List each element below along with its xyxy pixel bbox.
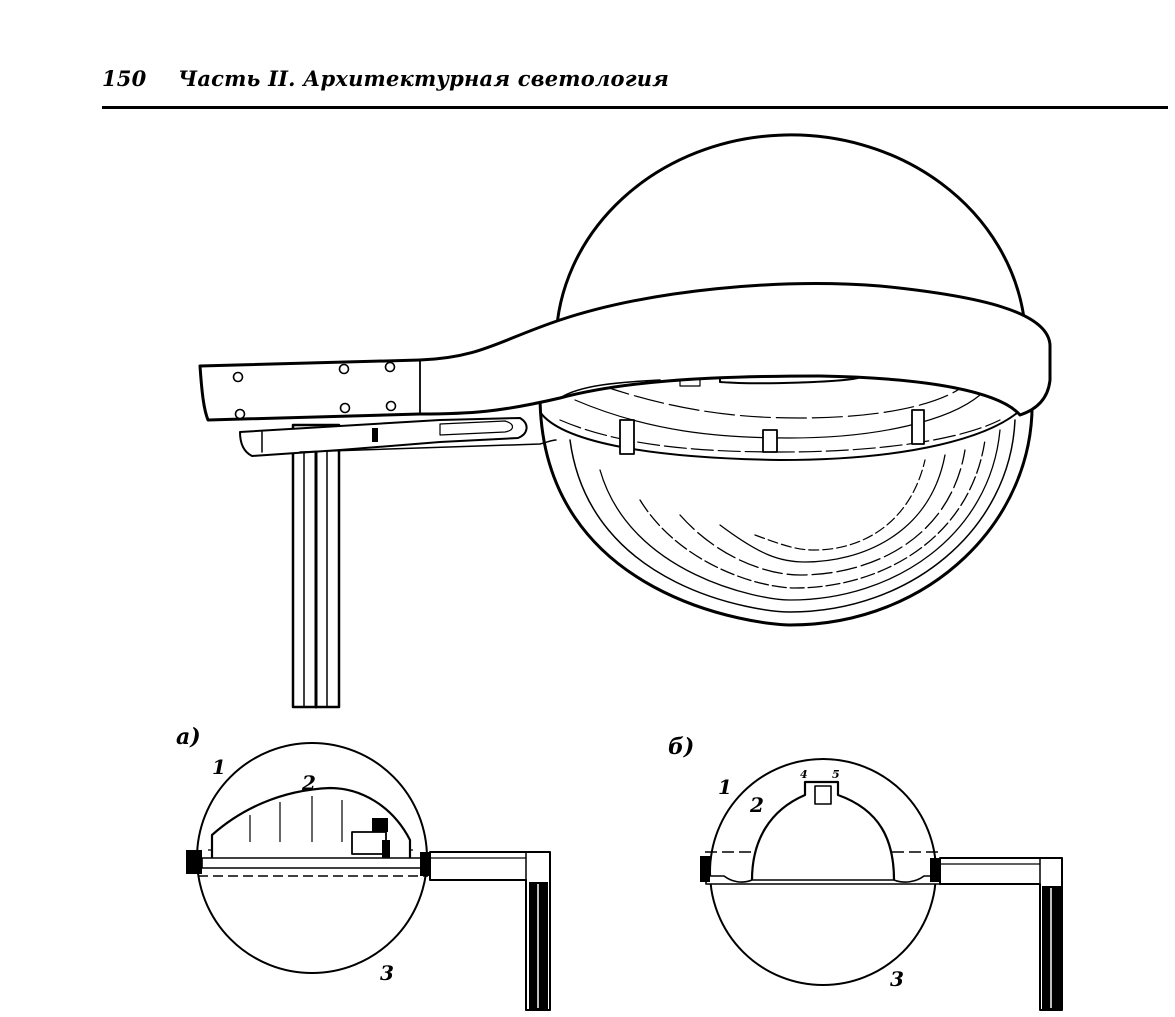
bracket-arm — [198, 282, 1052, 422]
header-rule — [102, 106, 1168, 109]
globe-rim — [539, 399, 1031, 461]
panel-a-callouts: 1 2 3 — [212, 755, 394, 985]
panel-b-callout-3: 3 — [890, 967, 904, 991]
bracket-bolts — [232, 361, 397, 420]
page-number: 150 — [102, 66, 147, 91]
running-title: Часть II. Архитектурная светология — [177, 66, 670, 91]
running-head: 150 Часть II. Архитектурная светология — [102, 66, 669, 91]
rim-clips — [619, 409, 925, 455]
panel-b-callout-1: 1 — [718, 775, 732, 799]
panel-b-reflector — [750, 780, 896, 881]
panel-a-callout-3: 3 — [380, 961, 394, 985]
panel-b-callouts: 1 2 3 4 5 — [718, 768, 904, 991]
panel-b-label: б) — [668, 734, 694, 760]
figure-panel-a: а) — [176, 724, 551, 1011]
panel-a-callout-1: 1 — [212, 755, 226, 779]
panel-b-callout-2: 2 — [749, 793, 764, 817]
panel-b-callout-4: 4 — [800, 768, 808, 781]
housing-underside — [239, 417, 528, 457]
panel-a-callout-2: 2 — [301, 771, 316, 795]
panel-a-section — [186, 742, 551, 1011]
pole — [291, 423, 341, 709]
panel-b-lamp-holder — [814, 785, 832, 805]
panel-a-lamp-holder — [351, 831, 387, 855]
figure-panel-b: б) 1 2 3 4 5 — [668, 734, 1063, 1011]
lower-globe — [538, 393, 1034, 627]
panel-b-callout-5: 5 — [832, 768, 840, 781]
upper-hemisphere — [554, 133, 1026, 342]
panel-b-section — [700, 758, 1063, 1011]
main-luminaire-drawing — [198, 133, 1052, 709]
panel-a-label: а) — [176, 724, 201, 750]
